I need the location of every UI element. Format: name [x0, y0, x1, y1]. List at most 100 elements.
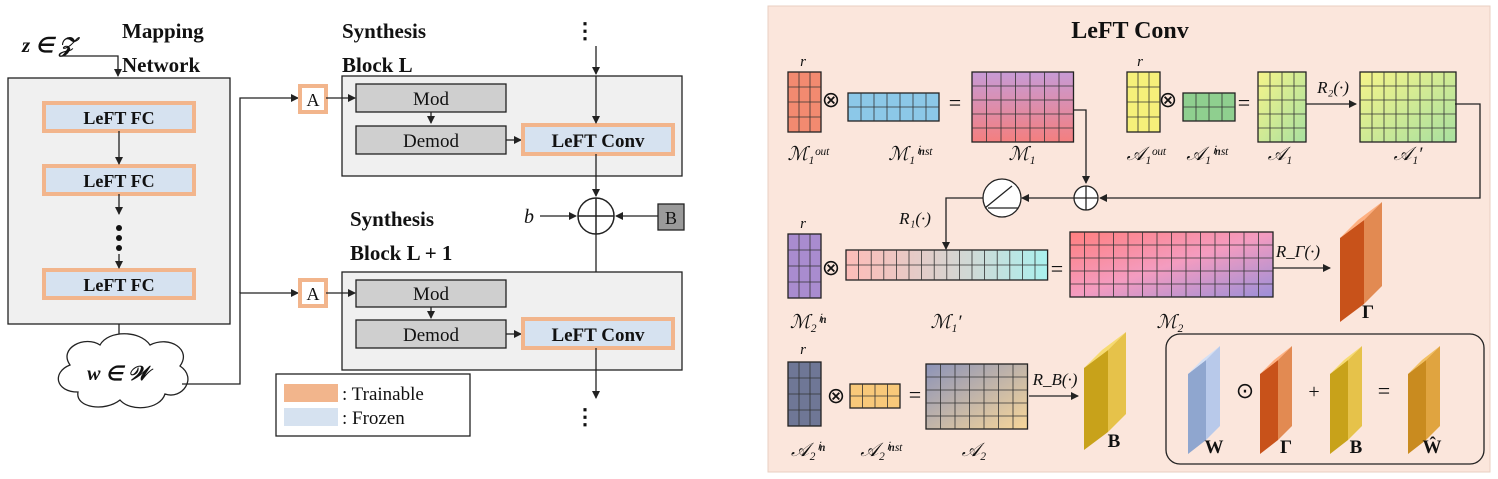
svg-text:A: A — [307, 284, 320, 304]
a1-label: 𝒜₁ — [1268, 144, 1293, 165]
left-fc-3-label: LeFT FC — [83, 275, 154, 295]
block1-title-line1: Synthesis — [342, 19, 426, 43]
svg-text:A: A — [307, 90, 320, 110]
left-fc-3: LeFT FC — [42, 268, 196, 300]
left-fc-1: LeFT FC — [42, 101, 196, 133]
matrix-a2-in — [787, 361, 822, 427]
gamma-label: Γ — [1362, 302, 1374, 323]
legend-frozen-swatch — [284, 408, 338, 426]
otimes-3: ⊗ — [822, 255, 840, 280]
legend-frozen-label: : Frozen — [342, 408, 405, 429]
equals-3: = — [1051, 256, 1063, 281]
synthesis-network: Synthesis Block L ⋮ A Mod Demod LeFT Con… — [275, 18, 685, 437]
mod-box-2: Mod — [355, 279, 507, 308]
svg-text:Mod: Mod — [413, 89, 449, 110]
z-input-label: z ∈ 𝒵 — [21, 33, 80, 57]
legend-trainable-label: : Trainable — [342, 384, 424, 405]
a1-prime-label: 𝒜₁′ — [1394, 144, 1424, 165]
matrix-m1 — [971, 71, 1075, 143]
demod-box-1: Demod — [355, 125, 507, 155]
matrix-a1-out — [1126, 71, 1161, 133]
gamma-tensor — [1340, 202, 1382, 322]
rank-label-a2: r — [800, 342, 806, 358]
left-fc-2-label: LeFT FC — [83, 171, 154, 191]
matrix-m2 — [1069, 231, 1274, 298]
rank-label-m1: r — [800, 54, 806, 70]
otimes-2: ⊗ — [1159, 87, 1177, 112]
rank-label-m2: r — [800, 216, 806, 232]
a2-cells — [925, 363, 1029, 430]
a2-in-label: 𝒜₂ⁱⁿ — [791, 440, 825, 461]
a1-inst-label: 𝒜₁ⁱⁿˢᵗ — [1186, 144, 1229, 165]
equals-1: = — [949, 90, 961, 115]
left-conv-box-1: LeFT Conv — [521, 123, 675, 156]
m1-label: ℳ₁ — [1009, 144, 1036, 165]
w-label: W — [1205, 437, 1224, 458]
svg-text:Mod: Mod — [413, 284, 449, 305]
mapping-title-line1: Mapping — [122, 19, 204, 43]
a1-out-label: 𝒜₁ᵒᵘᵗ — [1127, 144, 1168, 165]
latent-w-label: w ∈ 𝒲 — [87, 363, 154, 385]
rgamma-op-label: R_Γ(·) — [1275, 242, 1320, 261]
left-fc-2: LeFT FC — [42, 164, 196, 196]
z-arrow — [60, 55, 122, 77]
block1-title-line2: Block L — [342, 53, 413, 77]
equals-op: = — [1378, 378, 1390, 403]
bias-b-label: b — [524, 206, 534, 228]
a2-label: 𝒜₂ — [962, 440, 987, 461]
w-hat-tensor — [1408, 346, 1440, 454]
left-conv-panel: LeFT Conv r ⊗ = ℳ₁ᵒᵘᵗ ℳ₁ⁱⁿˢᵗ ℳ₁ r ⊗ = R₂… — [767, 5, 1491, 473]
mod-box-1: Mod — [355, 83, 507, 113]
svg-text:LeFT Conv: LeFT Conv — [551, 325, 645, 346]
top-ellipsis: ⋮ — [574, 18, 596, 43]
svg-text:Demod: Demod — [403, 131, 459, 152]
m1-inst-label: ℳ₁ⁱⁿˢᵗ — [888, 144, 933, 165]
affine-a-1: A — [298, 84, 328, 114]
mapping-title-line2: Network — [122, 53, 200, 77]
m2-in-label: ℳ₂ⁱⁿ — [790, 312, 826, 333]
matrix-a1 — [1257, 71, 1307, 143]
demod-box-2: Demod — [355, 319, 507, 349]
svg-text:LeFT Conv: LeFT Conv — [551, 131, 645, 152]
otimes-1: ⊗ — [822, 87, 840, 112]
r2-op-label: R₂(·) — [1316, 78, 1349, 97]
panel-title: LeFT Conv — [1071, 18, 1189, 44]
rank-label-a1: r — [1137, 54, 1143, 70]
affine-a-2: A — [298, 278, 328, 308]
odot-op: ⊙ — [1236, 378, 1254, 403]
matrix-m1-out — [787, 71, 822, 133]
matrix-a2-inst — [849, 383, 901, 409]
legend-trainable-swatch — [284, 384, 338, 402]
svg-text:B: B — [665, 208, 677, 228]
matrix-a2 — [925, 363, 1029, 430]
w-tensor — [1188, 346, 1220, 454]
matrix-m2-in — [787, 233, 822, 299]
matrix-a1-prime — [1359, 71, 1457, 143]
gamma-tensor-eq — [1260, 346, 1292, 454]
legend: : Trainable : Frozen — [275, 373, 471, 437]
equals-4: = — [909, 382, 921, 407]
sum-node — [577, 197, 615, 235]
equals-2: = — [1238, 90, 1250, 115]
w-hat-label: Ŵ — [1423, 436, 1442, 458]
m1-out-label: ℳ₁ᵒᵘᵗ — [787, 144, 830, 165]
plus-op: + — [1308, 381, 1319, 403]
mapping-network: z ∈ 𝒵 Mapping Network LeFT FC LeFT FC Le… — [7, 19, 299, 409]
merge-add-node — [1073, 185, 1099, 211]
bottom-ellipsis: ⋮ — [574, 404, 596, 429]
otimes-4: ⊗ — [827, 383, 845, 408]
switch-node — [982, 178, 1022, 218]
left-fc-1-label: LeFT FC — [83, 108, 154, 128]
m1-prime-label: ℳ₁′ — [930, 312, 962, 333]
left-conv-box-2: LeFT Conv — [521, 317, 675, 350]
beta-tensor — [1084, 332, 1126, 450]
rb-op-label: R_B(·) — [1032, 370, 1078, 389]
beta-tensor-eq — [1330, 346, 1362, 454]
svg-text:Demod: Demod — [403, 325, 459, 346]
m2-label: ℳ₂ — [1157, 312, 1184, 333]
noise-b-box: B — [657, 203, 685, 231]
mapping-ellipsis — [116, 225, 122, 251]
gamma-eq-label: Γ — [1280, 437, 1292, 458]
matrix-m1-prime — [845, 249, 1049, 281]
